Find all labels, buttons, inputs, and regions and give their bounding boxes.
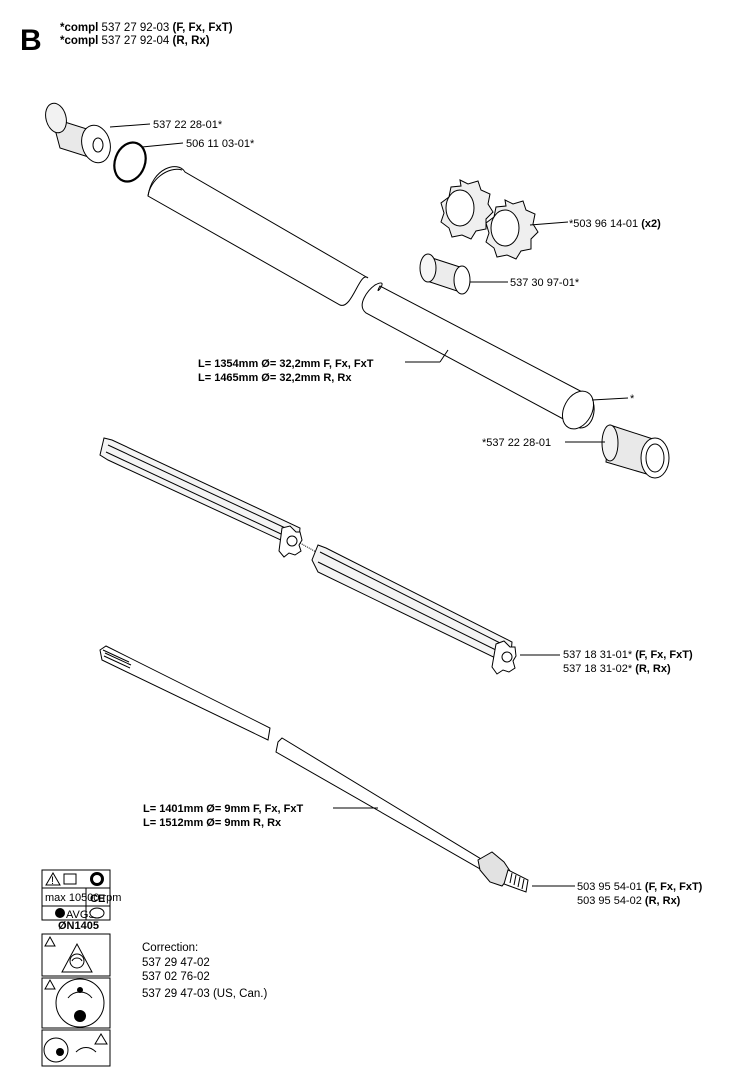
star-washer-2 — [485, 199, 539, 260]
leader-star-washer — [529, 221, 569, 226]
decal-ce-mark: CE — [90, 893, 105, 905]
label-o-ring: 506 11 03-01* — [186, 138, 255, 150]
correction-title: Correction: — [142, 942, 198, 954]
label-tube-length-1: L= 1354mm Ø= 32,2mm F, Fx, FxT — [198, 358, 374, 370]
label-end-sleeve-bottom: *537 22 28-01 — [482, 437, 551, 449]
end-sleeve-top — [45, 102, 111, 164]
warning-triangle-icon — [45, 872, 61, 886]
manual-book-icon — [63, 873, 77, 885]
label-shaft-end-2: 503 95 54-02 (R, Rx) — [577, 895, 681, 907]
decal-block-circle — [41, 977, 111, 1029]
tube-lower — [361, 282, 595, 430]
end-sleeve-bottom — [601, 424, 670, 479]
svg-text:!: ! — [51, 875, 54, 887]
tube-upper — [147, 166, 369, 306]
label-liner-1: 537 18 31-01* (F, Fx, FxT) — [563, 649, 693, 661]
label-liner-2: 537 18 31-02* (R, Rx) — [563, 663, 671, 675]
leader-end-sleeve-top — [109, 123, 151, 128]
leader-o-ring — [141, 142, 184, 148]
sleeve — [419, 253, 471, 295]
decal-standard: ØN1405 — [58, 920, 99, 932]
decal-block-bottom — [41, 1029, 111, 1067]
liner-lower — [311, 544, 517, 675]
star-washer-1 — [440, 179, 494, 240]
label-shaft-length-2: L= 1512mm Ø= 9mm R, Rx — [143, 817, 282, 829]
label-tube-end: * — [630, 393, 635, 405]
label-sleeve: 537 30 97-01* — [510, 277, 580, 289]
leader-tube-end — [591, 397, 629, 401]
label-shaft-end-1: 503 95 54-01 (F, Fx, FxT) — [577, 881, 703, 893]
decal-sticker-text: AVGS — [66, 909, 96, 921]
correction-item-3: 537 29 47-03 (US, Can.) — [142, 988, 267, 1000]
label-star-washer: *503 96 14-01 (x2) — [569, 218, 661, 230]
liner-upper — [99, 437, 303, 558]
decal-rpm-text: max 10500 rpm — [45, 892, 121, 904]
correction-item-1: 537 29 47-02 — [142, 957, 210, 969]
label-shaft-length-1: L= 1401mm Ø= 9mm F, Fx, FxT — [143, 803, 303, 815]
o-ring — [113, 141, 147, 183]
decal-block-top: ! max 10500 rpm CE AVGS ØN1405 — [41, 869, 121, 932]
section-letter: B — [20, 24, 42, 57]
drive-shaft-upper — [99, 645, 271, 741]
correction-item-2: 537 02 76-02 — [142, 971, 210, 983]
decal-block-middle — [41, 933, 111, 977]
header-line-1: *compl 537 27 92-03 (F, Fx, FxT) — [60, 22, 233, 34]
decal-sticker-icon — [55, 908, 65, 918]
shaft-end-fitting — [477, 851, 529, 893]
header-line-2: *compl 537 27 92-04 (R, Rx) — [60, 35, 210, 47]
label-end-sleeve-top: 537 22 28-01* — [153, 119, 223, 131]
drive-shaft-lower — [275, 737, 487, 871]
label-tube-length-2: L= 1465mm Ø= 32,2mm R, Rx — [198, 372, 352, 384]
